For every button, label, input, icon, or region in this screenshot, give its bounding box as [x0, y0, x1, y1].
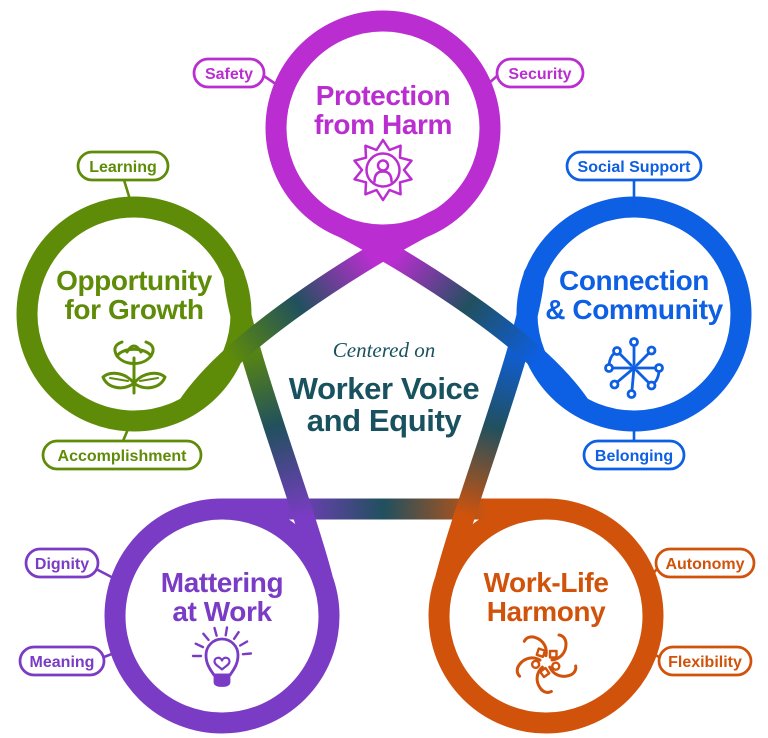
- pinwheel-arm: [515, 656, 542, 678]
- network-links: [607, 352, 661, 385]
- bulb-rays: [191, 626, 253, 658]
- pill-meaning-label: Meaning: [30, 654, 95, 671]
- bulb-heart: [213, 656, 231, 671]
- loop-growth-title-line2: for Growth: [64, 294, 203, 325]
- plant-leaf-right-vein: [139, 377, 159, 382]
- pill-autonomy: Autonomy: [654, 547, 756, 579]
- loop-mattering-title-line2: at Work: [172, 596, 272, 627]
- plant-leaf-right: [133, 371, 167, 390]
- shield-person-badge-icon: [353, 138, 413, 202]
- pill-meaning-outline: [18, 645, 106, 677]
- growing-plant-icon: [101, 340, 167, 395]
- pill-safety-outline: [192, 57, 266, 89]
- strand-connection-worklife: [435, 264, 545, 588]
- pinwheel-arm: [535, 665, 553, 694]
- pill-dignity: Dignity: [24, 547, 100, 579]
- connector-dignity: [96, 568, 123, 584]
- center-title-line2: and Equity: [307, 403, 463, 438]
- loop-growth-title-line1: Opportunity: [56, 265, 213, 296]
- center-eyebrow: Centered on: [333, 338, 435, 362]
- pinwheel-arm: [548, 633, 568, 662]
- network-node: [612, 346, 622, 356]
- network-nodes-icon: [604, 337, 664, 399]
- network-node: [646, 380, 657, 391]
- connector-flexibility: [644, 648, 661, 659]
- lightbulb-heart-icon: [191, 626, 253, 687]
- strand-protection-connection: [318, 209, 591, 417]
- pill-learning-label: Learning: [89, 159, 157, 176]
- loop-protection-title-line2: from Harm: [314, 109, 452, 140]
- pill-autonomy-outline: [654, 547, 756, 579]
- pill-dignity-label: Dignity: [35, 556, 89, 573]
- connector-learning: [122, 178, 134, 208]
- flower-bud: [125, 344, 143, 354]
- pill-social-support-label: Social Support: [578, 159, 692, 176]
- pill-belonging-label: Belonging: [595, 448, 673, 465]
- pill-autonomy-label: Autonomy: [665, 556, 744, 573]
- network-node: [626, 389, 637, 399]
- badge-inner-ring: [365, 152, 401, 188]
- pill-safety-label: Safety: [205, 66, 253, 83]
- pill-security-label: Security: [508, 66, 571, 83]
- pill-learning-outline: [76, 150, 170, 182]
- network-node: [609, 379, 620, 390]
- person-shoulders: [373, 170, 393, 183]
- pill-belonging: Belonging: [582, 439, 686, 471]
- loop-worklife-title-line2: Harmony: [487, 596, 606, 627]
- loop-worklife-title-line1: Work-Life: [484, 567, 609, 598]
- connector-safety: [262, 74, 288, 93]
- network-node: [629, 337, 639, 347]
- strand-protection-growth: [177, 209, 448, 417]
- pill-belonging-outline: [582, 439, 686, 471]
- network-spokes: [611, 344, 657, 392]
- person-head: [376, 159, 390, 172]
- pinwheel-arm: [522, 635, 548, 659]
- strand-growth-mattering: [223, 264, 333, 588]
- pill-security: Security: [495, 57, 585, 89]
- badge-outline: [353, 138, 413, 202]
- pill-accomplishment-label: Accomplishment: [58, 448, 188, 465]
- flower-petal-left: [113, 340, 124, 358]
- pill-social-support: Social Support: [565, 150, 703, 182]
- spiral-pinwheel-icon: [515, 633, 578, 694]
- loop-connection-title-line1: Connection: [559, 265, 709, 296]
- connector-accomplishment: [121, 420, 133, 443]
- bulb-glass: [204, 637, 240, 677]
- pill-social-support-outline: [565, 150, 703, 182]
- pill-safety: Safety: [192, 57, 266, 89]
- pill-meaning: Meaning: [18, 645, 106, 677]
- plant-leaf-left-vein: [109, 377, 129, 382]
- pill-accomplishment: Accomplishment: [41, 439, 203, 471]
- pinwheel-arm: [548, 661, 578, 678]
- pill-flexibility: Flexibility: [657, 645, 753, 677]
- pill-learning: Learning: [76, 150, 170, 182]
- center-title-line1: Worker Voice: [289, 371, 480, 406]
- connector-meaning: [102, 648, 124, 659]
- network-node: [646, 345, 657, 356]
- connector-autonomy: [645, 568, 658, 584]
- flower-petal-right: [144, 340, 155, 358]
- loop-mattering-title-line1: Mattering: [161, 567, 283, 598]
- loop-protection-circle: [265, 10, 501, 246]
- pill-security-outline: [495, 57, 585, 89]
- pill-dignity-outline: [24, 547, 100, 579]
- connector-security: [478, 74, 499, 93]
- loop-protection-title-line1: Protection: [316, 80, 450, 111]
- pill-accomplishment-outline: [41, 439, 203, 471]
- loop-connection-title-line2: & Community: [545, 294, 723, 325]
- pill-flexibility-outline: [657, 645, 753, 677]
- bulb-base: [213, 673, 231, 687]
- pill-flexibility-label: Flexibility: [668, 654, 742, 671]
- plant-leaf-left: [101, 371, 135, 390]
